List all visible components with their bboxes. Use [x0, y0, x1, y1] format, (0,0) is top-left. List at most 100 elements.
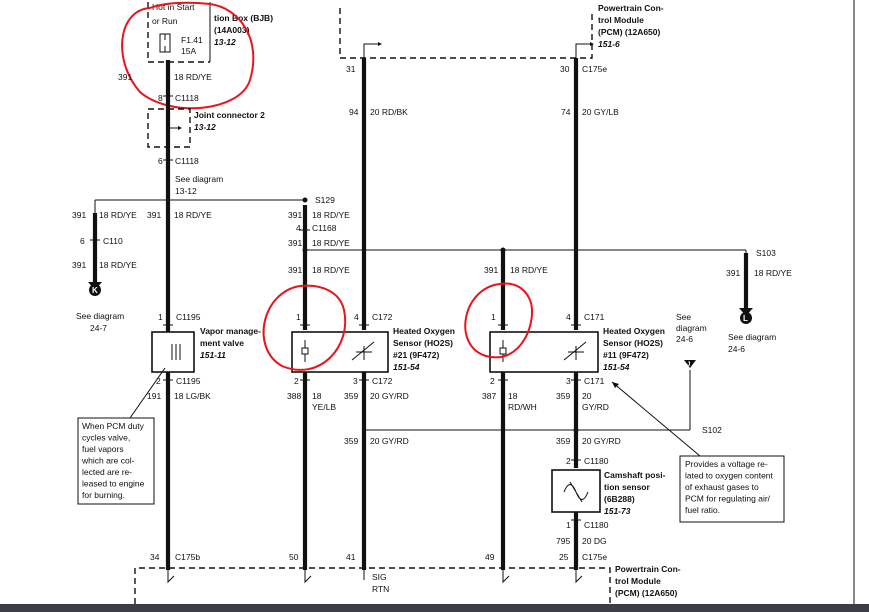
ho2s21-c172-b: C172 — [372, 376, 393, 386]
label-rdye-c: 18 RD/YE — [312, 210, 350, 220]
pin-50: 50 — [289, 552, 299, 562]
pcm-top-line2: trol Module — [598, 15, 644, 25]
cam-title-3: (6B288) — [604, 494, 635, 504]
pin-25: 25 — [559, 552, 569, 562]
cam-title-2: tion sensor — [604, 482, 651, 492]
cam-pin-1: 1 — [566, 520, 571, 530]
label-391-g: 391 — [484, 265, 498, 275]
label-pin-8: 8 — [158, 93, 163, 103]
see-diagram-top-ref: 13-12 — [175, 186, 197, 196]
pcm-top-ref: 151-6 — [598, 39, 620, 49]
cam-c1180-a: C1180 — [584, 456, 609, 466]
ho2s21-title-1: Heated Oxygen — [393, 326, 455, 336]
viewer-bottom-bar — [0, 604, 869, 612]
label-391-color: 18 RD/YE — [174, 72, 212, 82]
joint-arrow-head — [178, 126, 182, 130]
red-annotation-circle-2 — [262, 284, 347, 371]
pcm-bottom-contacts — [167, 570, 583, 584]
label-rdye-d: 18 RD/YE — [312, 238, 350, 248]
label-391-a: 391 — [72, 210, 86, 220]
label-c175e-bottom: C175e — [582, 552, 607, 562]
ho2s-note-arrow — [612, 382, 619, 388]
label-rdye-e: 18 RD/YE — [99, 260, 137, 270]
label-795-color: 20 DG — [582, 536, 607, 546]
bjb-part: (14A003) — [214, 25, 250, 35]
ho2s-note-line-4: PCM for regulating air/ — [685, 494, 771, 504]
connector-k-icon — [89, 284, 101, 296]
label-391-f: 391 — [288, 265, 302, 275]
label-74: 74 — [561, 107, 571, 117]
label-pin-6-c110: 6 — [80, 236, 85, 246]
ho2s-note-box — [679, 455, 785, 523]
label-359-c-color: GY/RD — [582, 402, 609, 412]
cam-label-359: 359 — [556, 436, 570, 446]
see-j-2: diagram — [676, 323, 707, 333]
pin-49: 49 — [485, 552, 495, 562]
label-359-c-gauge: 20 — [582, 391, 592, 401]
connector-ticks — [90, 95, 581, 521]
ho2s-note-line-5: fuel ratio. — [685, 505, 720, 515]
ho2s-note-line-3: of exhaust gases to — [685, 482, 759, 492]
label-359-a-color: 20 GY/RD — [370, 391, 409, 401]
label-rtn: RTN — [372, 584, 389, 594]
label-rdye-b: 18 RD/YE — [174, 210, 212, 220]
label-c1118-b: C1118 — [175, 156, 199, 166]
label-359-a: 359 — [344, 391, 358, 401]
ho2s-note-text: Provides a voltage re-lated to oxygen co… — [685, 459, 774, 515]
vapor-c1195-a: C1195 — [176, 312, 201, 322]
ho2s21-pin-2: 2 — [294, 376, 299, 386]
vapor-note-pointer — [129, 367, 166, 419]
vapor-note-line-5: lected are re- — [82, 467, 132, 477]
vapor-note-line-1: When PCM duty — [82, 421, 145, 431]
label-s102: S102 — [702, 425, 722, 435]
label-j: J — [687, 362, 690, 368]
vapor-title-1: Vapor manage- — [200, 326, 261, 336]
pcm-bottom-outline — [134, 567, 611, 604]
connector-j-icon — [684, 360, 696, 368]
connector-l-icon — [740, 312, 752, 324]
ho2s11-heater-icon — [499, 340, 507, 362]
joint-connector-title: Joint connector 2 — [194, 110, 265, 120]
cam-sensor-icon — [563, 481, 589, 503]
see-diagram-top: See diagram — [175, 174, 223, 184]
ho2s21-sensor-icon — [351, 341, 375, 361]
red-annotation-circle-3 — [464, 282, 534, 359]
label-c175b: C175b — [175, 552, 200, 562]
splice-dot-2 — [302, 247, 308, 253]
label-795: 795 — [556, 536, 570, 546]
label-391-d: 391 — [288, 238, 302, 248]
ho2s-note-pointer — [611, 381, 701, 457]
see-j: See — [676, 312, 691, 322]
ho2s21-c172-a: C172 — [372, 312, 393, 322]
ho2s11-pin-1: 1 — [491, 312, 496, 322]
label-rdye-a: 18 RD/YE — [99, 210, 137, 220]
vapor-note-line-4: which are col- — [81, 456, 135, 466]
fuse-label: F1.41 — [181, 35, 203, 45]
ho2s-note-line-2: lated to oxygen content — [685, 471, 774, 481]
ho2s21-box — [291, 331, 389, 373]
label-rdye-h: 18 RD/YE — [754, 268, 792, 278]
ho2s21-title-3: #21 (9F472) — [393, 350, 439, 360]
ho2s11-c171-b: C171 — [584, 376, 605, 386]
label-388: 388 — [287, 391, 301, 401]
label-s129: S129 — [315, 195, 335, 205]
pcm-bottom-title-1: Powertrain Con- — [615, 564, 681, 574]
label-sig: SIG — [372, 572, 387, 582]
pcm-bottom-title-2: trol Module — [615, 576, 661, 586]
label-391-c: 391 — [288, 210, 302, 220]
ho2s11-pin-2: 2 — [490, 376, 495, 386]
vapor-pin-1: 1 — [158, 312, 163, 322]
ho2s11-pin-3: 3 — [566, 376, 571, 386]
bjb-hot-label-2: or Run — [152, 16, 178, 26]
label-94: 94 — [349, 107, 359, 117]
label-l: L — [743, 314, 748, 323]
cam-ref: 151-73 — [604, 506, 631, 516]
ho2s11-c171-a: C171 — [584, 312, 605, 322]
pin-34: 34 — [150, 552, 160, 562]
cam-c1180-b: C1180 — [584, 520, 609, 530]
see-diagram-k-ref: 24-7 — [90, 323, 107, 333]
splice-dot-s102 — [573, 427, 579, 433]
label-rdye-g: 18 RD/YE — [510, 265, 548, 275]
